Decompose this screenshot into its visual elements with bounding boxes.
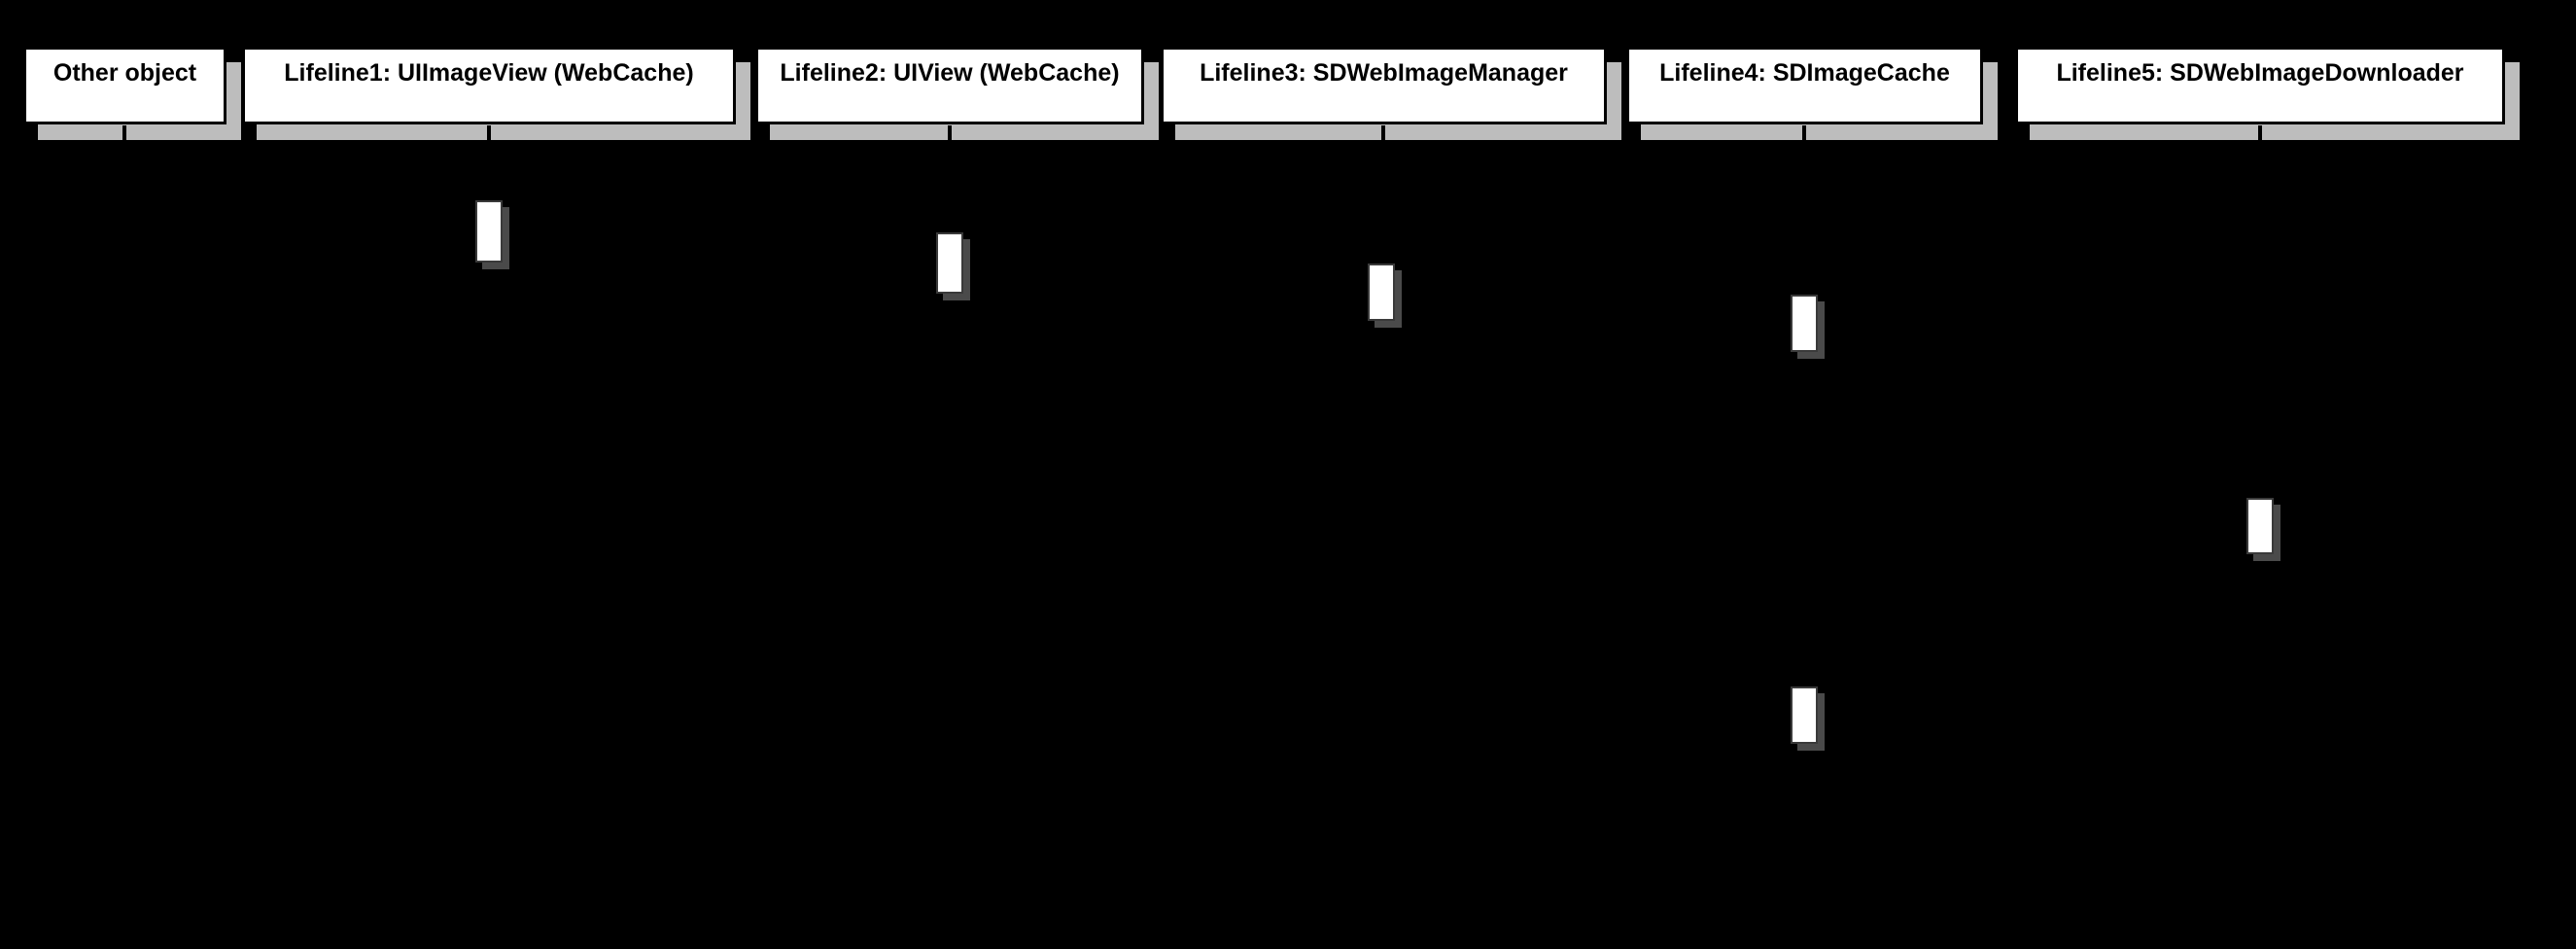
lifeline-stub-dash — [1381, 125, 1385, 141]
lifeline-header-lifeline1: Lifeline1: UIImageView (WebCache) — [242, 47, 736, 124]
activation-bar — [1791, 295, 1818, 352]
lifeline-header-label: Lifeline5: SDWebImageDownloader — [2056, 59, 2464, 87]
lifeline-header-lifeline3: Lifeline3: SDWebImageManager — [1161, 47, 1607, 124]
lifeline-stub-dash — [487, 125, 491, 141]
lifeline-header-other-object: Other object — [23, 47, 226, 124]
lifeline-header-label: Other object — [52, 59, 197, 87]
activation-bar — [2246, 498, 2274, 554]
lifeline-header-lifeline5: Lifeline5: SDWebImageDownloader — [2015, 47, 2505, 124]
lifeline-header-lifeline4: Lifeline4: SDImageCache — [1626, 47, 1983, 124]
activation-bar — [1791, 686, 1818, 744]
lifeline-stub-dash — [948, 125, 952, 141]
lifeline-header-lifeline2: Lifeline2: UIView (WebCache) — [755, 47, 1144, 124]
lifeline-stub-dash — [2258, 125, 2262, 141]
lifeline-header-label: Lifeline1: UIImageView (WebCache) — [284, 59, 694, 87]
lifeline-header-label: Lifeline4: SDImageCache — [1659, 59, 1950, 87]
lifeline-stub-dash — [122, 125, 126, 141]
lifeline-header-label: Lifeline2: UIView (WebCache) — [780, 59, 1120, 87]
activation-bar — [936, 232, 963, 294]
activation-bar — [475, 200, 503, 263]
lifeline-header-label: Lifeline3: SDWebImageManager — [1200, 59, 1568, 87]
activation-bar — [1368, 264, 1395, 321]
lifeline-stub-dash — [1802, 125, 1806, 141]
